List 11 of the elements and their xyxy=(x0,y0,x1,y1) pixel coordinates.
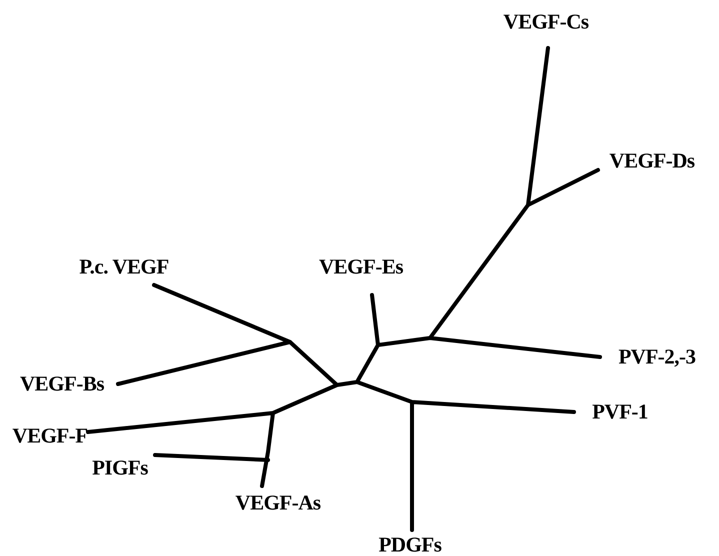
taxon-label: VEGF-Ds xyxy=(609,148,695,174)
taxon-label: VEGF-Cs xyxy=(503,10,589,34)
taxon-label: PVF-1 xyxy=(592,400,648,424)
taxon-label: VEGF-Es xyxy=(319,254,403,280)
taxon-label: PVF-2,-3 xyxy=(618,344,696,370)
taxon-label: VEGF-F xyxy=(12,424,88,448)
taxon-label: PDGFs xyxy=(378,532,442,556)
taxon-label: VEGF-As xyxy=(235,490,321,516)
taxon-label: P.c. VEGF xyxy=(79,254,169,280)
taxon-label: PIGFs xyxy=(92,456,148,480)
taxon-label: VEGF-Bs xyxy=(20,372,104,396)
